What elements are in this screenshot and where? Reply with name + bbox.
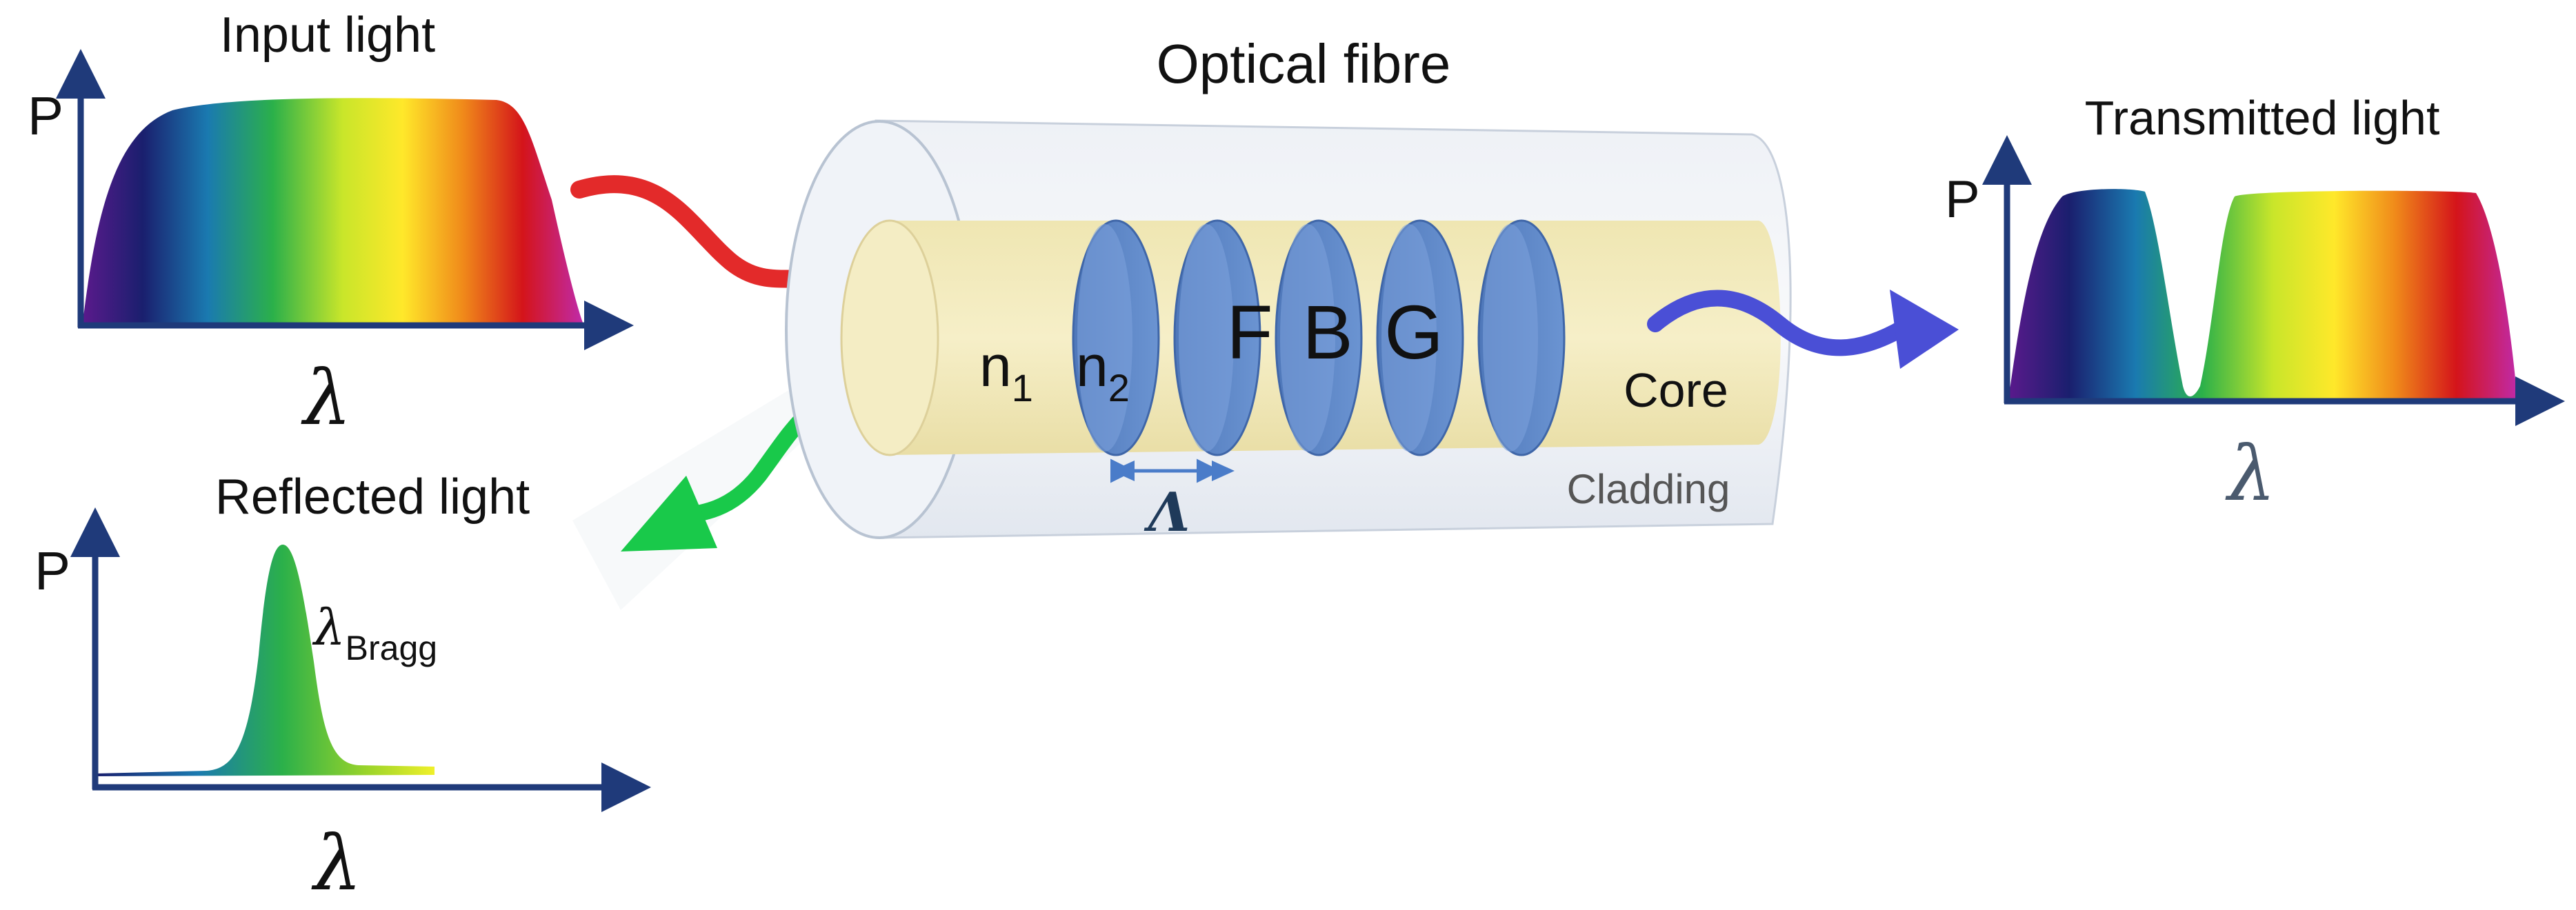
transmitted-x-label: λ [2225, 429, 2276, 518]
core-label: Core [1624, 363, 1728, 417]
period-arrow-left [1112, 461, 1135, 481]
grating-letter-b: B [1302, 290, 1352, 375]
core-end [840, 219, 939, 456]
reflected-y-label: P [34, 540, 70, 601]
cladding-label: Cladding [1567, 466, 1730, 512]
input-light-panel: Input light P λ [28, 8, 634, 442]
transmitted-arrow-head [1890, 290, 1959, 369]
grating-disk-face [1280, 224, 1335, 452]
reflected-arrow-head [621, 476, 717, 552]
reflected-light-panel: Reflected light P λ λBragg [34, 469, 651, 907]
optical-fibre: Optical fibre F B G n1 n2 [785, 33, 1792, 544]
period-arrow-right [1212, 461, 1235, 481]
input-light-title: Input light [220, 8, 435, 63]
n1-label: n1 [979, 334, 1033, 410]
grating-disk-face [1179, 224, 1234, 452]
input-x-label: λ [301, 354, 352, 442]
transmitted-y-label: P [1945, 170, 1980, 229]
grating-letter-f: F [1226, 290, 1272, 375]
input-y-label: P [28, 85, 63, 146]
transmitted-arrow [1647, 290, 1912, 356]
transmitted-light-title: Transmitted light [2085, 91, 2440, 145]
input-spectrum [83, 98, 583, 323]
grating-disk-face [1483, 224, 1538, 452]
grating [1072, 219, 1566, 456]
reflected-spectrum [97, 545, 435, 776]
bragg-label: λBragg [312, 598, 437, 667]
fibre-title: Optical fibre [1157, 33, 1451, 94]
grating-disk-face [1077, 224, 1132, 452]
grating-disk-face [1381, 224, 1437, 452]
period-label: Λ [1144, 481, 1190, 544]
grating-letter-g: G [1384, 290, 1444, 375]
transmitted-light-panel: Transmitted light P λ [1945, 91, 2565, 518]
reflected-light-title: Reflected light [215, 469, 530, 525]
n2-label: n2 [1076, 334, 1130, 410]
reflected-x-label: λ [311, 819, 362, 907]
transmitted-spectrum [2008, 189, 2517, 400]
